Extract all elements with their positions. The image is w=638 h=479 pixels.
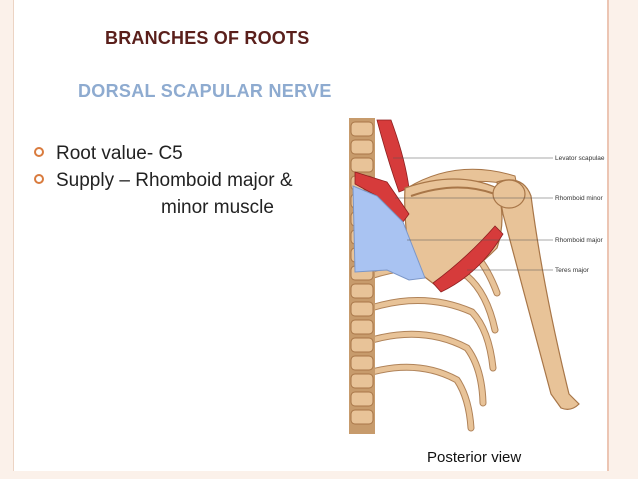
label-rhomboid-major: Rhomboid major	[555, 237, 604, 244]
slide-title: BRANCHES OF ROOTS	[105, 28, 310, 48]
label-levator-scapulae: Levator scapulae	[555, 155, 605, 162]
label-teres-major: Teres major	[555, 267, 590, 274]
bullet-item-root-value: Root value- C5	[34, 140, 293, 167]
slide-frame-right	[608, 0, 638, 479]
slide-subtitle: DORSAL SCAPULAR NERVE	[78, 81, 332, 101]
slide-frame-bottom	[0, 471, 638, 479]
label-rhomboid-minor: Rhomboid minor	[555, 195, 604, 202]
circle-bullet-icon	[34, 174, 44, 184]
slide-frame-left-line	[13, 0, 14, 479]
bullet-text: Root value- C5	[56, 143, 183, 164]
bullet-text: Supply – Rhomboid major &	[56, 170, 293, 191]
anatomy-illustration: Levator scapulae Rhomboid minor Rhomboid…	[347, 118, 607, 434]
figure-caption: Posterior view	[427, 449, 522, 466]
circle-bullet-icon	[34, 147, 44, 157]
slide-frame-right-line	[607, 0, 609, 479]
bullet-item-supply: Supply – Rhomboid major & minor muscle	[34, 167, 293, 221]
bullet-continuation: minor muscle	[161, 197, 274, 218]
bullet-list: Root value- C5 Supply – Rhomboid major &…	[34, 140, 293, 221]
slide-frame-left	[0, 0, 13, 479]
